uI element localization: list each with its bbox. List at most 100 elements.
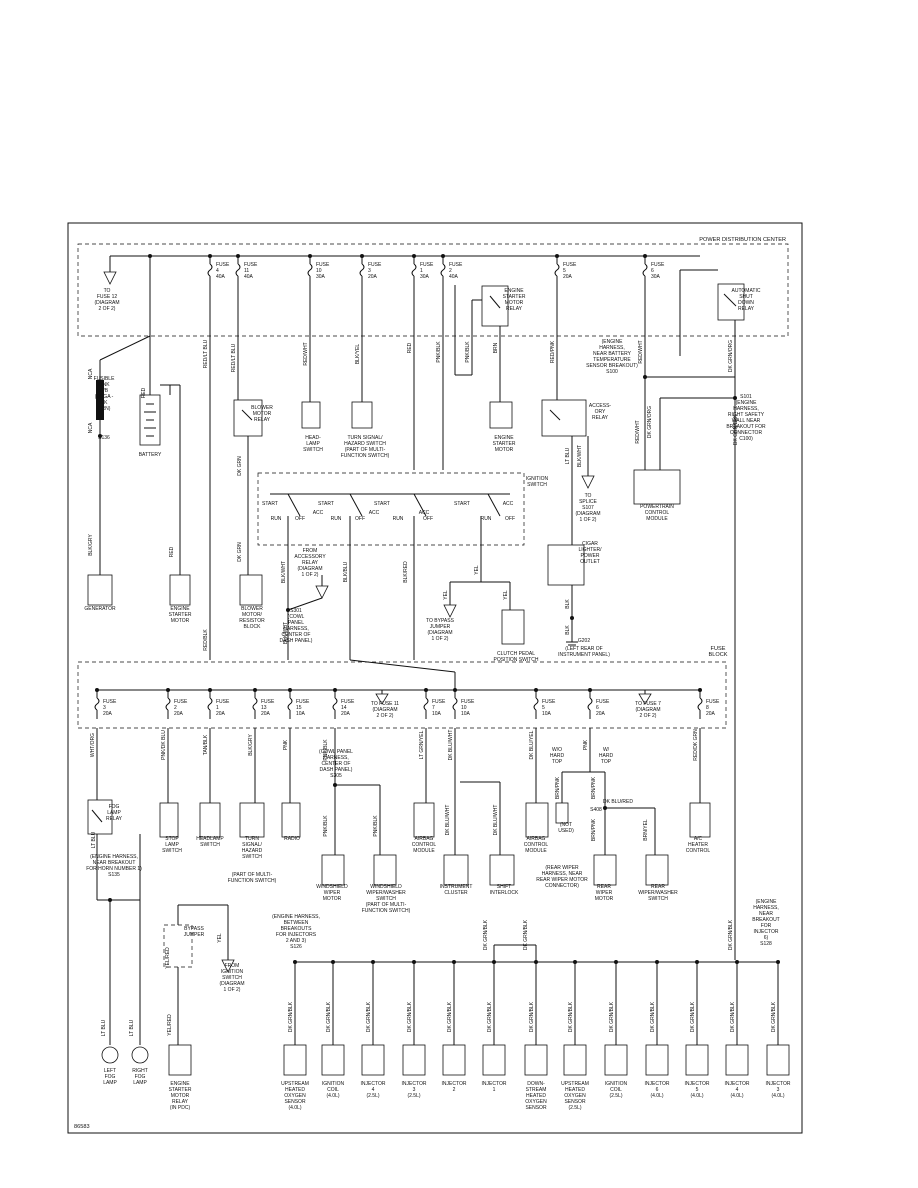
wire-color-label: DK GRN/BLK (288, 1001, 294, 1032)
label-multifunction-1: (PART OF MULTI-FUNCTION SWITCH) (228, 872, 277, 884)
ignition-position-label: ACC (313, 510, 324, 516)
wire-color-label: RED/WHT (303, 342, 309, 365)
wire-color-label: BLK/GRY (88, 534, 94, 556)
wire-color-label: YEL/RED (167, 1014, 173, 1036)
wire-color-label: RED (169, 546, 175, 557)
wire-color-label: PNK (583, 739, 589, 750)
ignition-position-label: ACC (503, 501, 514, 507)
wire-color-label: BLK/WHT (283, 622, 289, 644)
wire-color-label: YEL (443, 590, 449, 600)
wire-color-label: BLK/RED (403, 561, 409, 583)
wire-color-label: DK GRN/BLK (447, 1001, 453, 1032)
wire-color-label: BLK/YEL (355, 344, 361, 365)
wire-color-label: BRN (493, 342, 499, 353)
wire-color-label: DK GRN/BLK (730, 1001, 736, 1032)
wire-color-label: YEL (217, 933, 223, 943)
wire-color-label: DK GRN/BLK (733, 414, 739, 445)
wire-color-label: LT BLU (91, 831, 97, 848)
fuse-block-bus (97, 659, 700, 705)
pdc-title: POWER DISTRIBUTION CENTER (699, 237, 786, 243)
wire-color-label: BLK (565, 625, 571, 635)
wire-color-label: WHT/ORG (90, 733, 96, 757)
wire-color-label: PNK/BLK (373, 815, 379, 837)
wire-color-label: BRN/PNK (555, 776, 561, 799)
wire-color-label: DK GRN/BLK (523, 919, 529, 950)
wire-color-label: DK GRN/BLK (326, 1001, 332, 1032)
ignition-position-label: RUN (393, 516, 404, 522)
ignition-position-label: ACC (369, 510, 380, 516)
label-s408: S408 (590, 807, 602, 813)
wire-color-label: PNK/BLK (436, 341, 442, 363)
wire-color-label: RED (407, 342, 413, 353)
wire-color-label: BRN/YEL (643, 819, 649, 841)
fuse-block-fuse-b10 (452, 690, 458, 719)
wire-color-label: BRN/PNK (591, 818, 597, 841)
ignition-position-label: START (374, 501, 390, 507)
wire-color-label: PNK (283, 739, 289, 750)
wire-color-label: DK GRN/ORG (728, 340, 734, 372)
ignition-position-label: START (454, 501, 470, 507)
wire-color-label: PNK/DK BLU (161, 730, 167, 760)
wire-color-label: RED/WHT (635, 420, 641, 443)
wire-color-label: DK GRN/BLK (483, 919, 489, 950)
fuse-block-fuse-b15 (287, 690, 293, 719)
wire-color-label: DK GRN/ORG (647, 406, 653, 438)
fuse-block-fuse-b8 (697, 690, 703, 719)
wire-color-label: RED (141, 387, 147, 398)
ignition-position-label: OFF (295, 516, 305, 522)
wire-color-label: DK GRN (237, 542, 243, 562)
wire-color-label: DK GRN/BLK (407, 1001, 413, 1032)
pdc-fuse-f5 (554, 256, 560, 285)
wire-color-label: DK GRN/BLK (529, 1001, 535, 1032)
ignition-contacts (270, 493, 510, 660)
